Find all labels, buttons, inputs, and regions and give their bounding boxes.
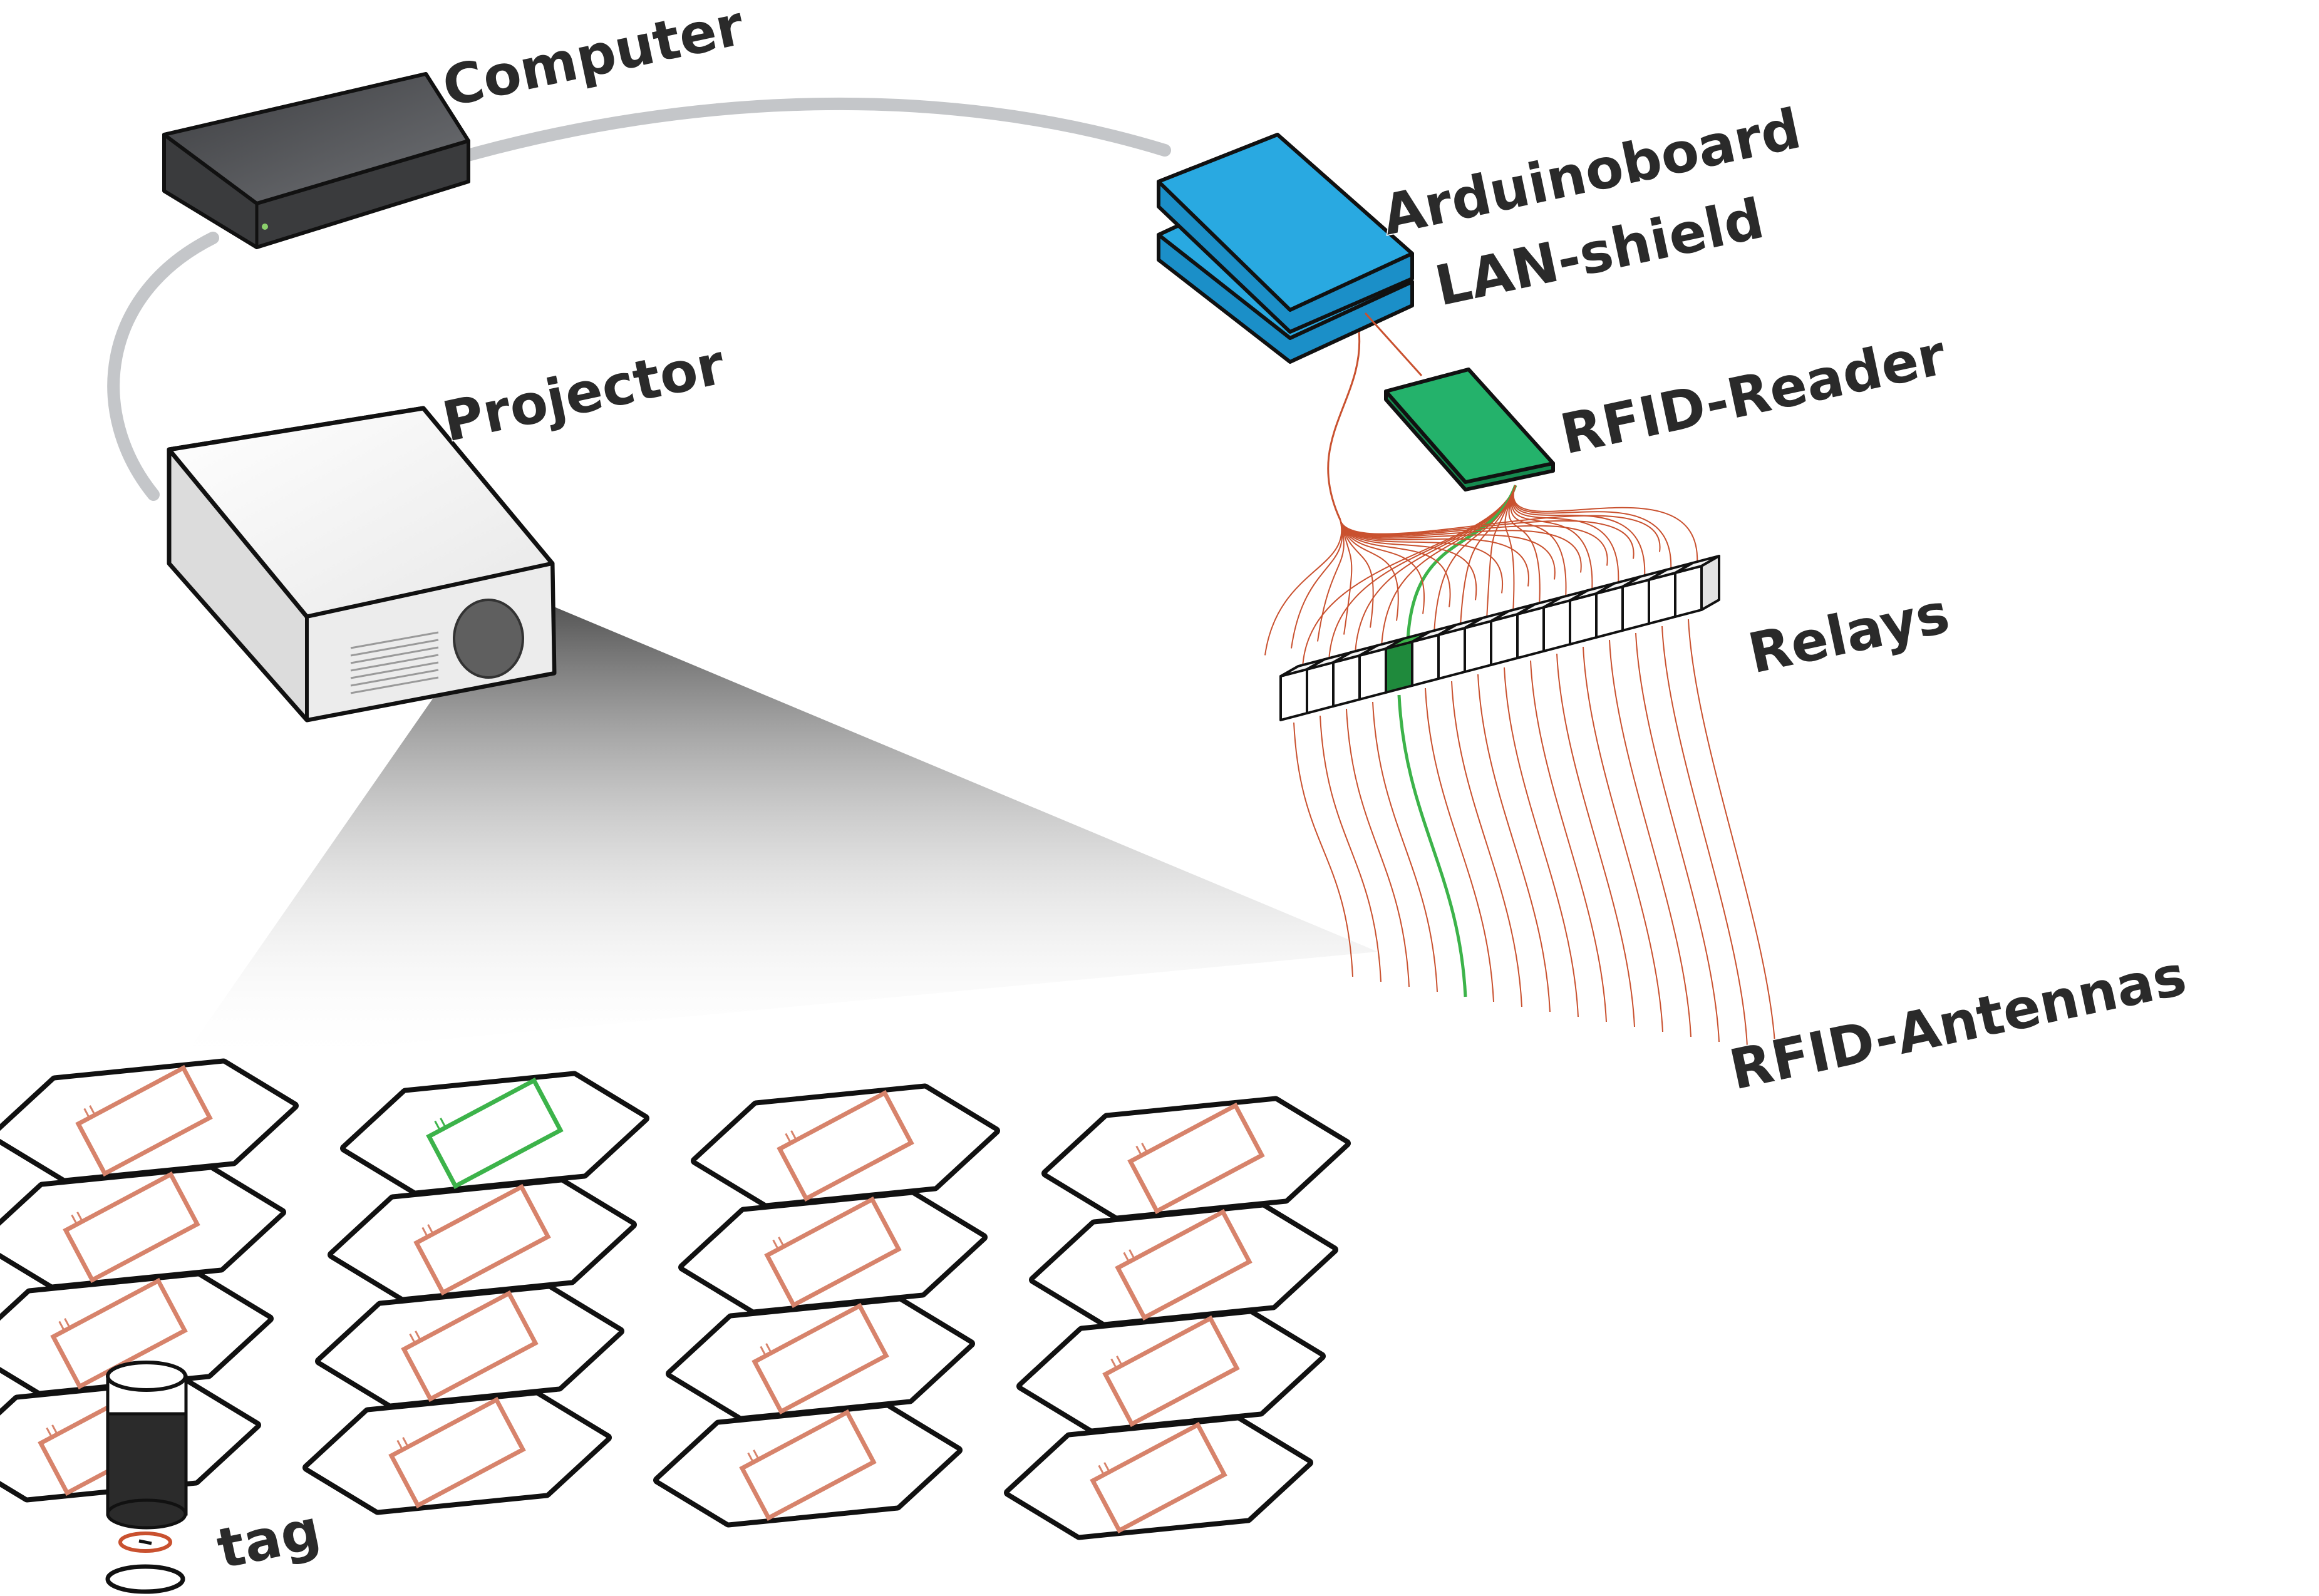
hex-tile-10 xyxy=(681,1193,984,1311)
hex-tile-13 xyxy=(1045,1099,1348,1217)
hex-tile-5 xyxy=(343,1074,646,1192)
hex-tile-8 xyxy=(306,1394,609,1511)
antenna-coil-icon xyxy=(1090,1421,1227,1534)
tag-illustration xyxy=(105,1361,188,1594)
relay-bank-end xyxy=(1700,555,1720,611)
projection-beam xyxy=(178,604,1378,1064)
rfid-reader-label: RFID-Reader xyxy=(1555,322,1951,467)
hex-tile-15 xyxy=(1020,1312,1323,1430)
antenna-coil-icon xyxy=(1127,1102,1265,1215)
projector-label: Projector xyxy=(437,332,730,455)
antenna-coil-icon xyxy=(751,1302,889,1415)
tag-chip-icon xyxy=(118,1532,172,1553)
antenna-coil-icon xyxy=(777,1089,914,1202)
power-led-icon xyxy=(262,224,268,230)
lens-icon xyxy=(453,599,524,679)
hex-tile-16 xyxy=(1007,1419,1310,1537)
network-cable xyxy=(457,97,1171,163)
hex-floor xyxy=(0,1058,1351,1540)
computer-device xyxy=(162,72,470,249)
tag-label: tag xyxy=(212,1497,326,1582)
tag-ring-icon xyxy=(105,1564,185,1594)
relay-11 xyxy=(1542,589,1589,652)
relay-control-wires xyxy=(1264,312,1698,668)
relay-1 xyxy=(1279,658,1326,721)
hex-tile-9 xyxy=(694,1087,997,1205)
antenna-coil-icon xyxy=(1102,1315,1240,1428)
antenna-wires xyxy=(1293,619,1776,1053)
antenna-coil-icon xyxy=(401,1290,539,1403)
hex-tile-1 xyxy=(0,1062,296,1180)
hex-tile-14 xyxy=(1032,1206,1335,1324)
relay-8 xyxy=(1464,610,1510,673)
hex-tile-12 xyxy=(656,1406,959,1524)
hex-tile-6 xyxy=(331,1181,634,1299)
vent-grille-icon xyxy=(350,631,439,694)
rfid-reader-device xyxy=(1384,368,1555,492)
relays-label: Relays xyxy=(1743,580,1955,686)
hex-tile-11 xyxy=(669,1300,972,1418)
hex-tile-3 xyxy=(0,1275,271,1393)
antenna-coil-active-icon xyxy=(426,1077,564,1190)
relay-4 xyxy=(1358,637,1405,701)
antenna-coil-icon xyxy=(63,1171,200,1284)
antenna-coil-icon xyxy=(413,1183,551,1296)
projector-device xyxy=(167,406,557,723)
antenna-coil-icon xyxy=(50,1277,188,1390)
computer-label: Computer xyxy=(437,0,750,120)
relay-2 xyxy=(1306,651,1352,714)
relay-3 xyxy=(1332,644,1378,708)
antenna-coil-icon xyxy=(75,1064,213,1177)
relay-9 xyxy=(1490,603,1536,666)
antenna-coil-icon xyxy=(739,1409,877,1521)
rfid-antennas-label: RFID-Antennas xyxy=(1724,943,2192,1103)
tag-container-icon xyxy=(106,1361,188,1530)
video-cable xyxy=(107,232,219,501)
antenna-coil-icon xyxy=(388,1396,526,1509)
arduino-board xyxy=(1157,133,1414,364)
relay-bank xyxy=(1279,555,1720,721)
relay-6 xyxy=(1411,624,1457,687)
antenna-coil-icon xyxy=(764,1196,902,1309)
hex-tile-2 xyxy=(0,1168,283,1286)
antenna-coil-icon xyxy=(1115,1208,1252,1321)
hex-tile-7 xyxy=(318,1287,621,1405)
